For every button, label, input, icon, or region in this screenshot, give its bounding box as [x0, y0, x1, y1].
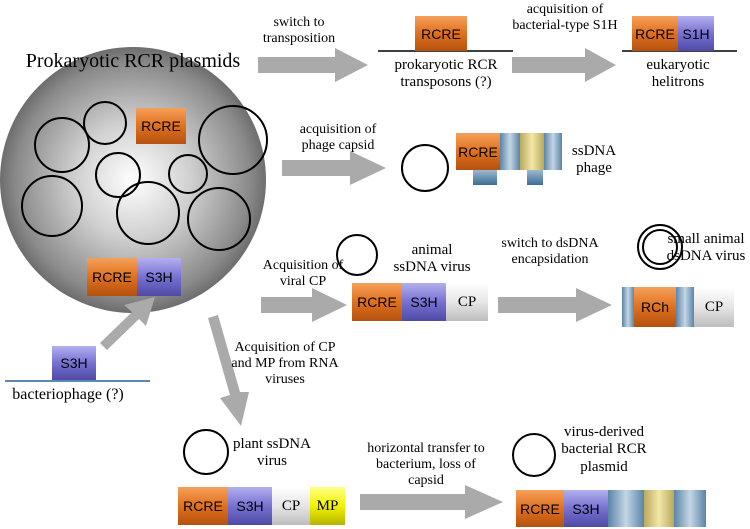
cp-gene: CP: [272, 487, 310, 525]
rcre-gene: RCRE: [136, 108, 186, 144]
rcre-gene: RCRE: [516, 490, 564, 527]
plasmid-circle: [95, 152, 141, 198]
arrow-label-bacterial-s1h: acquisition of bacterial-type S1H: [512, 2, 618, 34]
arrow-horizontal: [360, 485, 503, 519]
arrow-label-phage-capsid: acquisition of phage capsid: [299, 122, 377, 154]
gene-label: S3H: [572, 500, 600, 517]
plasmid-circle: [168, 154, 208, 194]
arrow-transposition: [258, 48, 368, 82]
blue-segment: [622, 287, 634, 327]
capsid-protein-segment: [473, 170, 497, 185]
gene-label: S3H: [410, 294, 438, 310]
rcre-gene: RCRE: [178, 487, 228, 525]
s3h-gene: S3H: [564, 490, 608, 527]
blue-segment: [674, 490, 706, 527]
capsid-protein-segment: [527, 170, 543, 185]
ssdna-phage-label: ssDNA phage: [571, 143, 617, 177]
gene-label: RCRE: [635, 25, 675, 42]
mp-gene: MP: [310, 487, 345, 525]
cp-gene: CP: [446, 283, 488, 321]
arrow-label-horizontal: horizontal transfer to bacterium, loss o…: [367, 441, 485, 489]
arrow-label-viral-cp: Acquisition of viral CP: [262, 258, 344, 290]
s3h-gene: S3H: [52, 346, 96, 380]
yellow-segment: [644, 490, 674, 527]
rcre-gene: RCRE: [87, 258, 137, 296]
gene-label: RCRE: [458, 143, 498, 160]
arrow-label-transposition: switch to transposition: [262, 15, 336, 47]
gene-label: S3H: [60, 355, 88, 371]
gene-label: RCRE: [183, 498, 223, 514]
gene-label: S3H: [145, 269, 173, 285]
arrow-rna-viruses: [208, 315, 249, 426]
gene-label: RCRE: [92, 269, 132, 285]
animal-ssdna-label: animal ssDNA virus: [393, 242, 471, 276]
blue-segment: [608, 490, 644, 527]
s3h-gene: S3H: [402, 283, 446, 321]
virus-derived-capsid: [512, 433, 556, 477]
plasmid-circle: [21, 175, 83, 237]
plasmid-sphere: [0, 47, 266, 313]
sphere-title: Prokaryotic RCR plasmids: [25, 50, 241, 72]
blue-segment: [544, 133, 562, 170]
gene-label: RCRE: [520, 500, 560, 517]
arrow-label-dsdna: switch to dsDNA encapsidation: [501, 236, 599, 268]
plasmid-circle: [116, 181, 180, 245]
rcre-gene: RCRE: [632, 16, 678, 51]
blue-segment: [500, 133, 520, 170]
gene-label: S3H: [236, 498, 264, 514]
blue-segment: [676, 287, 694, 327]
plant-ssdna-capsid: [183, 429, 229, 475]
phage-capsid-circle: [401, 144, 449, 192]
small-animal-dsdna-label: small animal dsDNA virus: [666, 231, 746, 265]
arrow-bacterial-s1h: [512, 48, 616, 82]
gene-label: RCRE: [141, 118, 181, 134]
arrow-phage-capsid: [282, 151, 386, 185]
rch-gene: RCh: [634, 287, 676, 327]
virus-derived-label: virus-derived bacterial RCR plasmid: [561, 424, 647, 475]
rcre-gene: RCRE: [415, 16, 467, 51]
plasmid-circle: [187, 187, 251, 251]
plasmid-circle: [34, 117, 90, 173]
dsdna-capsid-icon: [637, 224, 683, 270]
rcre-gene: RCRE: [352, 283, 402, 321]
arrow-bacteriophage: [100, 297, 155, 350]
s3h-gene: S3H: [228, 487, 272, 525]
arrow-dsdna: [498, 288, 612, 322]
gene-label: RCRE: [421, 25, 461, 42]
arrow-label-rna-viruses: Acquisition of CP and MP from RNA viruse…: [231, 340, 339, 388]
bacteriophage-label: bacteriophage (?): [12, 386, 124, 403]
gene-label: RCRE: [357, 294, 397, 310]
helitrons-label: eukaryotic helitrons: [646, 57, 710, 91]
gene-label: CP: [704, 298, 724, 315]
gene-label: CP: [457, 293, 477, 310]
plant-ssdna-label: plant ssDNA virus: [233, 436, 311, 470]
yellow-segment: [520, 133, 544, 170]
arrow-viral-cp: [261, 288, 347, 322]
animal-ssdna-capsid: [336, 234, 378, 276]
gene-label: CP: [281, 497, 301, 514]
s1h-gene: S1H: [678, 16, 714, 51]
gene-label: RCh: [640, 299, 669, 315]
cp-gene: CP: [694, 287, 734, 327]
plasmid-circle: [198, 105, 268, 175]
plasmid-circle: [83, 101, 127, 145]
rcre-gene: RCRE: [456, 133, 500, 170]
rcr-transposons-label: prokaryotic RCR transposons (?): [394, 57, 498, 91]
s3h-gene: S3H: [137, 258, 181, 296]
gene-label: S1H: [682, 25, 710, 42]
gene-label: MP: [316, 497, 339, 514]
